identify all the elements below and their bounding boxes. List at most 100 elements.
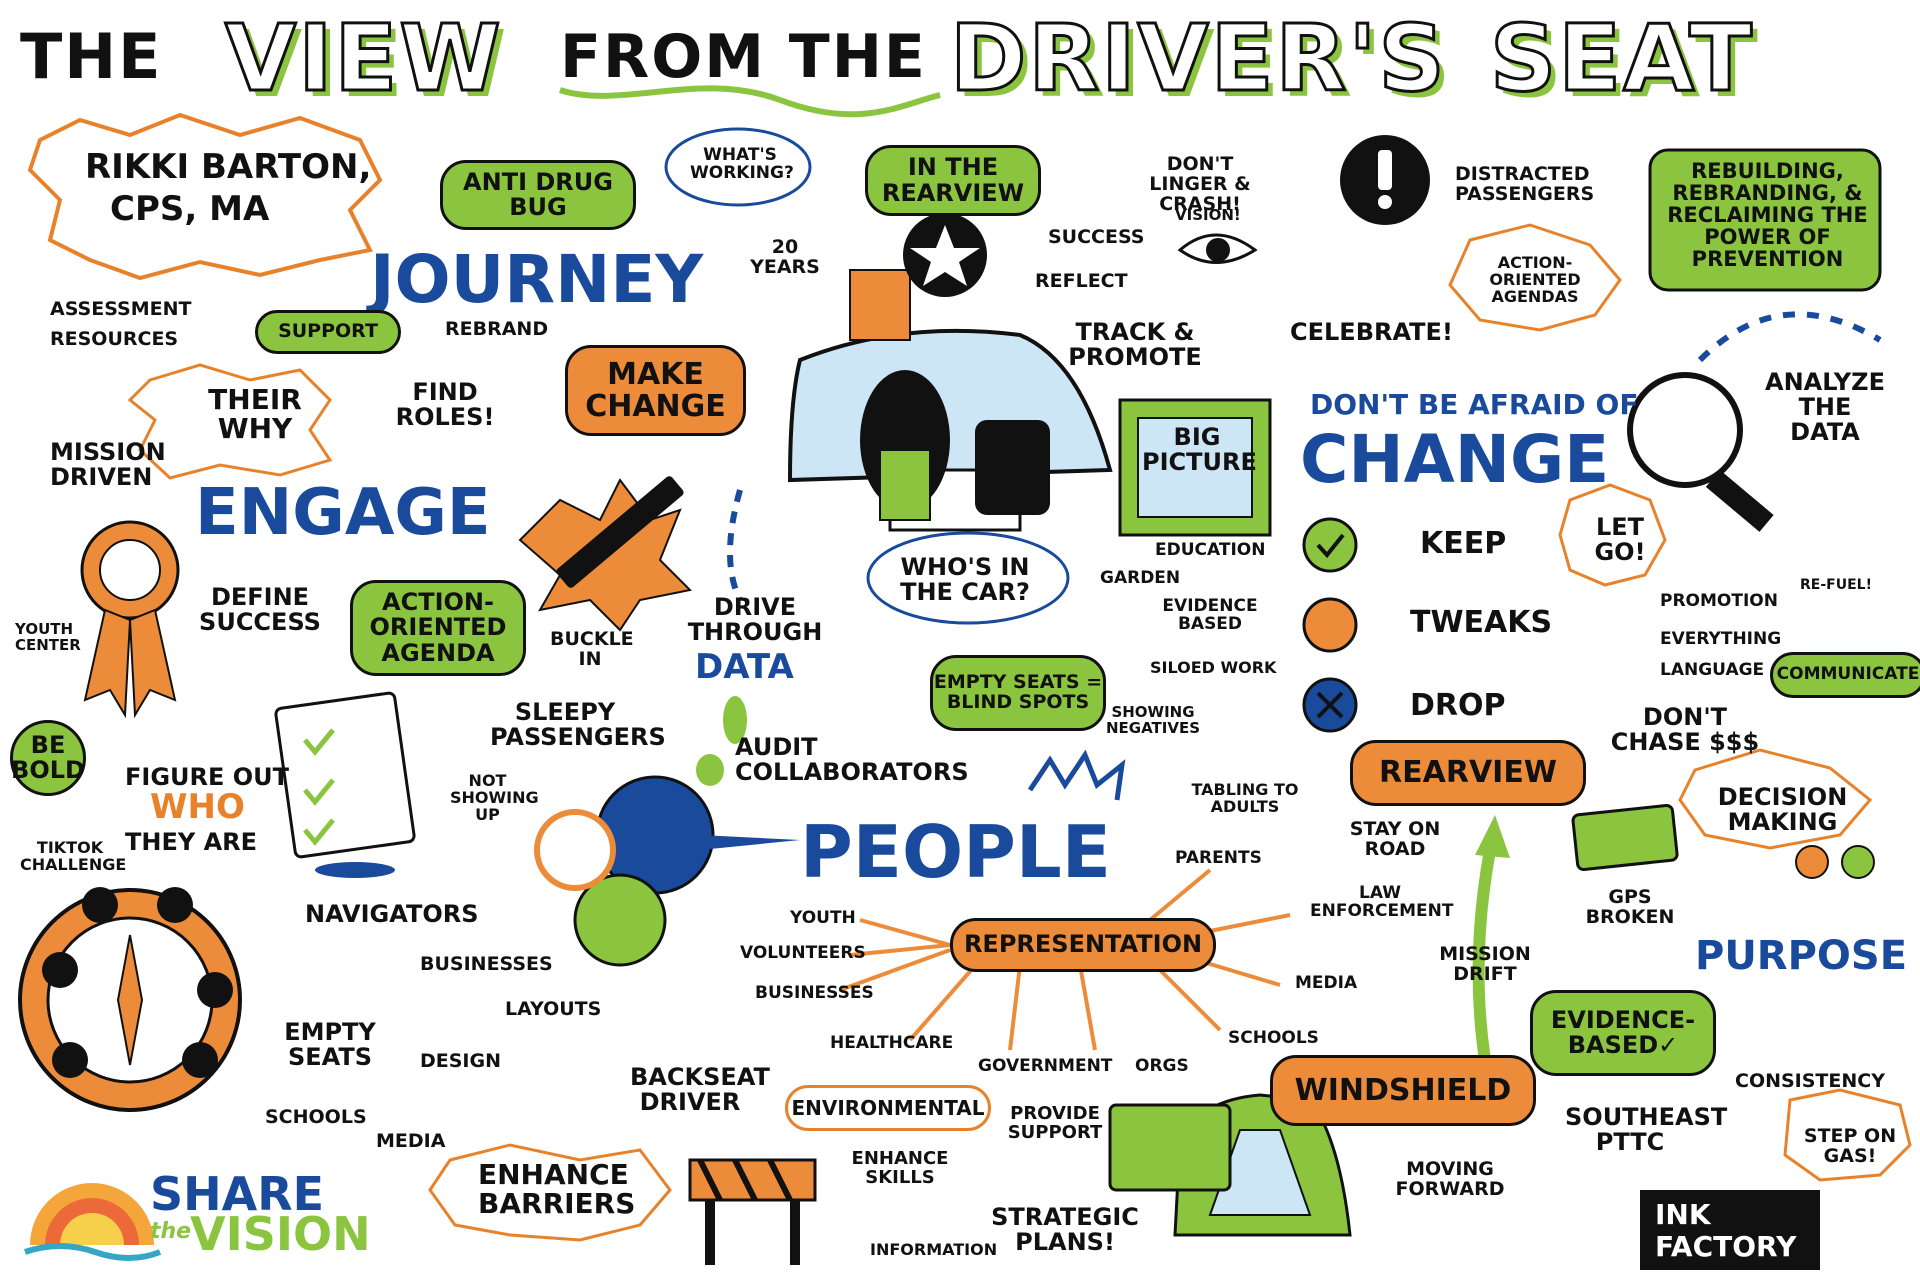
whats-working-label: WHAT'S WORKING? [690,145,794,183]
law-enforcement-label: LAW ENFORCEMENT [1310,883,1454,921]
celebrate-label: CELEBRATE! [1290,318,1453,346]
let-go-label: LET GO! [1594,513,1646,567]
media-center-label: MEDIA [1295,973,1358,993]
title-from-the: FROM THE [560,22,927,92]
moving-forward-label: MOVING FORWARD [1395,1158,1505,1200]
big-picture-label: BIG PICTURE [1142,423,1257,477]
who-label: WHO [150,787,245,827]
in-the-rearview-box: IN THE REARVIEW [865,145,1041,216]
distracted-passengers-label: DISTRACTED PASSENGERS [1455,163,1595,205]
make-change-box: MAKE CHANGE [565,345,746,436]
promotion-label: PROMOTION [1660,591,1778,611]
support-pill: SUPPORT [255,310,401,354]
enhance-barriers-label: ENHANCE BARRIERS [478,1158,636,1221]
the-logo-text: the [150,1219,192,1244]
everything-label: EVERYTHING [1660,629,1782,649]
success-label: SUCCESS [1048,226,1145,248]
government-label: GOVERNMENT [978,1056,1113,1076]
representation-box: REPRESENTATION [950,918,1216,972]
data-label: DATA [695,647,794,687]
tabling-label: TABLING TO ADULTS [1191,780,1299,816]
empty-seats-blind-spots-box: EMPTY SEATS = BLIND SPOTS [930,655,1106,731]
empty-seats-label: EMPTY SEATS [284,1018,376,1072]
vision-label: VISION! [1175,206,1241,224]
their-why-label: THEIR WHY [208,383,302,446]
businesses-center-label: BUSINESSES [755,983,874,1003]
healthcare-label: HEALTHCARE [830,1033,954,1053]
resources-label: RESOURCES [50,328,179,350]
decision-making-label: DECISION MAKING [1717,783,1848,837]
title-view: VIEW [224,4,503,114]
stay-on-road-label: STAY ON ROAD [1349,818,1441,860]
analyze-data-label: ANALYZE THE DATA [1765,368,1885,447]
rebrand-label: REBRAND [445,318,549,340]
siloed-work-label: SILOED WORK [1150,658,1277,677]
vision-logo-text: VISION [190,1207,371,1261]
assessment-label: ASSESSMENT [50,298,192,320]
navigators-label: NAVIGATORS [305,900,479,928]
mission-driven-label: MISSION DRIVEN [50,438,166,492]
ink-logo-text: INK [1655,1198,1711,1231]
define-success-label: DEFINE SUCCESS [199,583,321,637]
gps-broken-label: GPS BROKEN [1585,886,1675,928]
communicate-pill: COMMUNICATE [1770,652,1920,698]
purpose-heading: PURPOSE [1695,933,1908,979]
strategic-plans-label: STRATEGIC PLANS! [991,1203,1139,1257]
step-on-gas-label: STEP ON GAS! [1803,1125,1897,1167]
environmental-box: ENVIRONMENTAL [785,1085,991,1131]
journey-heading: JOURNEY [370,241,704,318]
parents-label: PARENTS [1175,848,1262,868]
title-drivers: DRIVER'S [949,4,1447,114]
reflect-label: REFLECT [1035,270,1128,292]
rebuilding-box-text: REBUILDING, REBRANDING, & RECLAIMING THE… [1667,159,1868,272]
dont-linger-label: DON'T LINGER & CRASH! [1149,153,1251,215]
dont-be-afraid-label: DON'T BE AFRAID OF [1310,388,1639,421]
tweaks-label: TWEAKS [1410,605,1553,640]
media-left-label: MEDIA [376,1130,446,1152]
refuel-label: RE-FUEL! [1800,577,1872,593]
schools-center-label: SCHOOLS [1228,1028,1319,1048]
consistency-label: CONSISTENCY [1735,1070,1885,1092]
action-oriented-agendas-label: ACTION-ORIENTED AGENDAS [1489,253,1581,306]
not-showing-up-label: NOT SHOWING UP [450,771,539,824]
speaker-credentials: CPS, MA [110,189,270,229]
showing-negatives-label: SHOWING NEGATIVES [1105,703,1201,737]
evidence-based-bubble: EVIDENCE-BASED✓ [1530,990,1716,1076]
drive-through-label: DRIVE THROUGH [687,593,823,647]
tiktok-challenge-label: TIKTOK CHALLENGE [20,838,127,874]
title-the: THE [20,20,163,93]
title-seat: SEAT [1489,4,1754,114]
dont-chase-label: DON'T CHASE $$$ [1610,703,1760,757]
rearview-box: REARVIEW [1350,740,1586,806]
backseat-driver-label: BACKSEAT DRIVER [630,1063,770,1117]
sleepy-passengers-label: SLEEPY PASSENGERS [490,698,666,752]
speaker-name: RIKKI BARTON, [85,147,372,187]
action-oriented-agenda-bubble: ACTION-ORIENTED AGENDA [350,580,526,676]
twenty-years-label: 20 YEARS [750,236,820,278]
provide-support-label: PROVIDE SUPPORT [1007,1103,1103,1143]
layouts-label: LAYOUTS [505,998,602,1020]
southeast-pttc-label: SOUTHEAST PTTC [1565,1103,1728,1157]
find-roles-label: FIND ROLES! [395,378,495,432]
education-label: EDUCATION [1155,540,1266,560]
buckle-in-label: BUCKLE IN [550,628,634,670]
language-label: LANGUAGE [1660,660,1765,680]
share-logo-text: SHARE [150,1167,325,1221]
information-label: INFORMATION [870,1240,998,1259]
anti-drug-bug-bubble: ANTI DRUG BUG [440,160,636,230]
design-label: DESIGN [420,1050,502,1072]
youth-center-label: YOUTH CENTER [15,620,81,654]
change-heading: CHANGE [1300,421,1610,498]
keep-label: KEEP [1420,526,1507,561]
windshield-box: WINDSHIELD [1270,1055,1536,1126]
volunteers-label: VOLUNTEERS [740,943,866,963]
engage-heading: ENGAGE [195,476,491,550]
track-promote-label: TRACK & PROMOTE [1068,318,1202,372]
businesses-left-label: BUSINESSES [420,953,553,975]
people-heading: PEOPLE [800,810,1111,894]
drop-label: DROP [1410,688,1506,723]
whos-in-car-label: WHO'S IN THE CAR? [900,553,1030,607]
evidence-based-small-label: EVIDENCE BASED [1162,596,1258,634]
garden-label: GARDEN [1100,568,1181,588]
